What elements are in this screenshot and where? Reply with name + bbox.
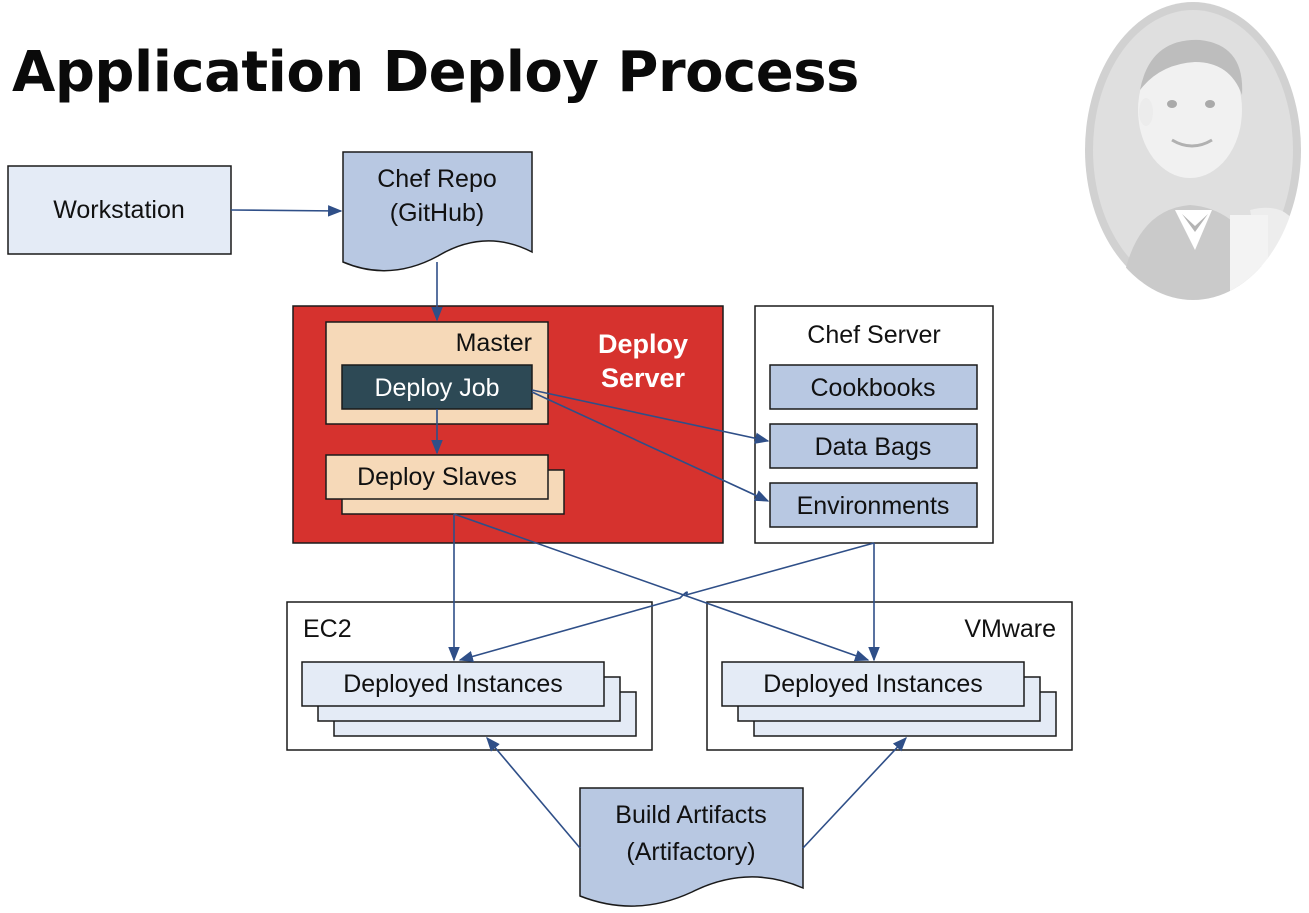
arrow-job-to-databags <box>531 389 770 444</box>
deploy-slaves-label: Deploy Slaves <box>357 463 517 491</box>
deploy-job-box: Deploy Job <box>341 364 533 410</box>
deploy-slaves-box: Deploy Slaves <box>325 454 565 515</box>
build-artifacts-document: Build Artifacts (Artifactory) <box>579 787 804 907</box>
chef-repo-label: Chef Repo <box>377 165 497 193</box>
cookbooks-label: Cookbooks <box>810 374 935 402</box>
page-title: Application Deploy Process <box>12 40 859 105</box>
ec2-label: EC2 <box>303 615 352 643</box>
deploy-server-label: Deploy <box>598 329 688 359</box>
ec2-deployed-instances: Deployed Instances <box>301 661 637 737</box>
arrow-job-to-environments <box>531 391 770 502</box>
environments-box: Environments <box>769 482 978 528</box>
environments-label: Environments <box>797 492 950 520</box>
chef-server-label: Chef Server <box>807 321 940 349</box>
chef-repo-document: Chef Repo (GitHub) <box>342 151 533 272</box>
arrow-chef-to-ec2 <box>458 542 875 663</box>
connectors <box>230 205 907 849</box>
vmware-deployed-instances: Deployed Instances <box>721 661 1057 737</box>
ec2-deployed-instances-label: Deployed Instances <box>343 670 563 698</box>
vmware-label: VMware <box>964 615 1056 643</box>
data-bags-box: Data Bags <box>769 423 978 469</box>
cookbooks-box: Cookbooks <box>769 364 978 410</box>
data-bags-label: Data Bags <box>815 433 932 461</box>
deploy-server-sublabel: Server <box>601 363 686 393</box>
deploy-job-label: Deploy Job <box>374 374 499 402</box>
chef-repo-sublabel: (GitHub) <box>390 199 484 227</box>
workstation-box: Workstation <box>7 165 232 255</box>
workstation-label: Workstation <box>53 196 185 224</box>
jenkins-butler-icon <box>1085 2 1301 300</box>
build-artifacts-label: Build Artifacts <box>615 801 766 829</box>
master-label: Master <box>456 329 532 357</box>
arrow-artifacts-to-vmware <box>802 736 907 849</box>
arrow-artifacts-to-ec2 <box>486 736 581 849</box>
vmware-deployed-instances-label: Deployed Instances <box>763 670 983 698</box>
build-artifacts-sublabel: (Artifactory) <box>626 838 755 866</box>
arrow-workstation-to-repo <box>230 205 343 217</box>
arrow-slaves-to-vmware <box>453 513 870 662</box>
